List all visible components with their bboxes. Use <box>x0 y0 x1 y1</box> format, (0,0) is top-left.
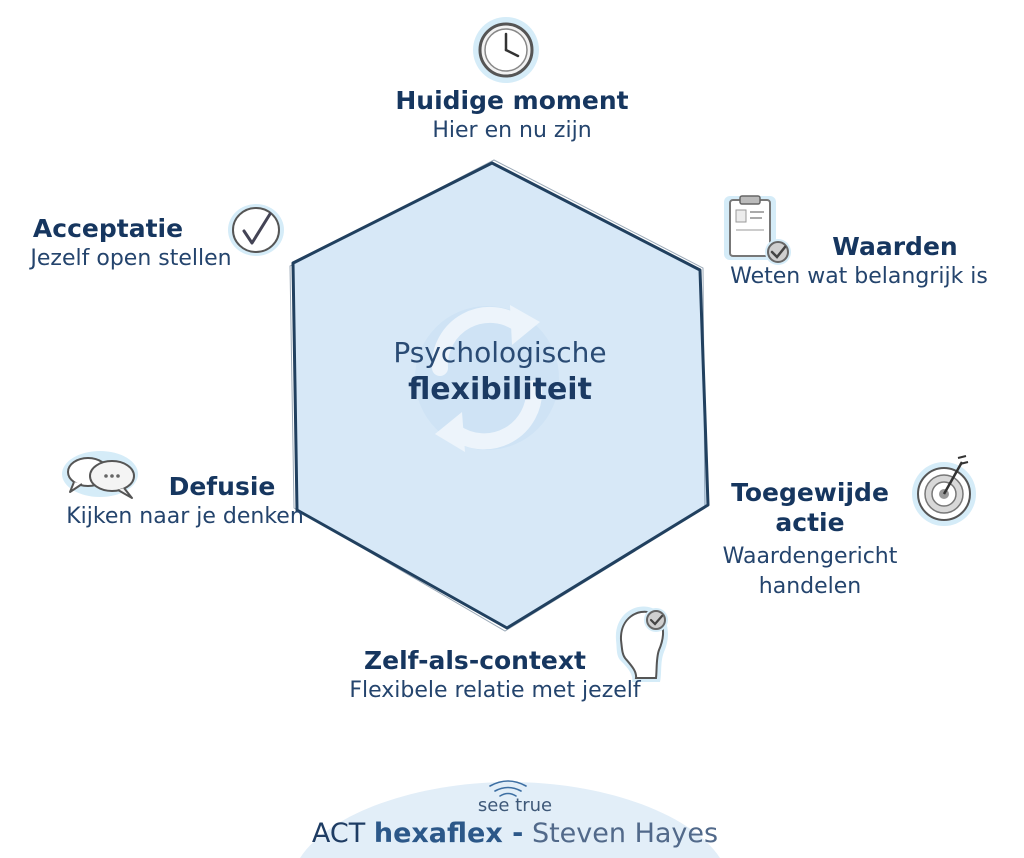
speech-bubbles-icon <box>62 451 138 499</box>
clock-icon <box>473 17 539 83</box>
footer-caption: ACT hexaflex - Steven Hayes <box>200 818 830 850</box>
footer-author: Steven Hayes <box>531 818 719 849</box>
node-present-moment: Huidige moment Hier en nu zijn <box>362 86 662 146</box>
hexagon-sketch-line <box>289 159 706 632</box>
node-values-sub: Weten wat belangrijk is <box>730 264 988 289</box>
node-committed-action-sub2: handelen <box>758 574 862 599</box>
node-present-moment-sub: Hier en nu zijn <box>432 118 592 143</box>
node-defusion-sub: Kijken naar je denken <box>66 504 304 529</box>
checkmark-circle-icon <box>228 204 284 256</box>
node-acceptance-title: Acceptatie <box>32 214 184 243</box>
center-label-line1: Psychologische <box>393 336 607 369</box>
node-values-title: Waarden <box>832 232 958 261</box>
center-label: Psychologische flexibiliteit <box>300 335 700 409</box>
node-committed-action-sub1: Waardengericht <box>722 544 898 569</box>
node-defusion-title: Defusie <box>168 472 276 501</box>
wifi-signal-icon <box>489 780 527 797</box>
node-present-moment-title: Huidige moment <box>395 86 629 115</box>
node-committed-action-title1: Toegewijde <box>731 478 889 507</box>
node-values: Waarden Weten wat belangrijk is <box>706 232 1012 292</box>
cycle-arrows-icon <box>415 305 559 452</box>
head-check-icon <box>615 606 668 682</box>
node-self-as-context: Zelf-als-context Flexibele relatie met j… <box>300 646 690 706</box>
node-defusion: Defusie Kijken naar je denken <box>40 472 330 532</box>
node-self-as-context-sub: Flexibele relatie met jezelf <box>349 678 641 703</box>
brand-logo-text: see true <box>477 795 553 816</box>
node-acceptance-sub: Jezelf open stellen <box>30 246 232 271</box>
footer-prefix: ACT <box>311 818 366 849</box>
footer-bold: hexaflex - <box>373 818 524 849</box>
clipboard-check-icon <box>724 195 791 265</box>
node-acceptance: Acceptatie Jezelf open stellen <box>0 214 262 274</box>
center-label-line2: flexibiliteit <box>408 372 592 407</box>
node-self-as-context-title: Zelf-als-context <box>364 646 586 675</box>
node-committed-action-title2: actie <box>775 508 845 537</box>
node-committed-action: Toegewijde actie Waardengericht handelen <box>710 478 910 602</box>
target-arrow-icon <box>912 455 976 526</box>
